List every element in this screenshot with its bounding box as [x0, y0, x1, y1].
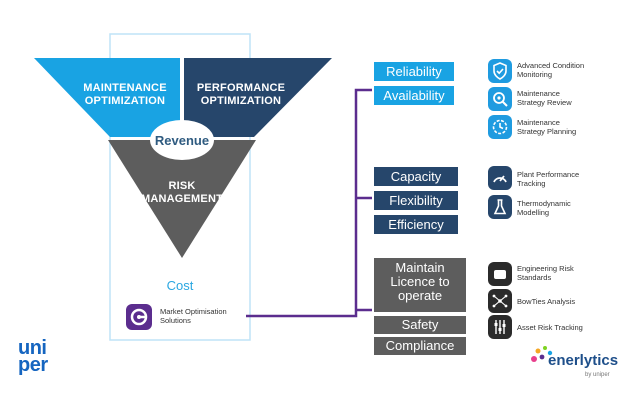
- risk-management-label: RISK MANAGEMENT: [140, 180, 224, 205]
- pill-flexibility: Flexibility: [374, 191, 458, 210]
- label-bowties-analysis: BowTies Analysis: [517, 297, 576, 306]
- label-advanced-condition-monitoring: Advanced Condition Monitoring: [517, 61, 585, 79]
- pill-efficiency: Efficiency: [374, 215, 458, 234]
- sliders-icon: [488, 315, 512, 339]
- label-maintenance-strategy-planning: Maintenance Strategy Planning: [517, 118, 577, 136]
- document-icon: [488, 262, 512, 286]
- market-optimisation-icon: [126, 304, 152, 330]
- pill-maintain-licence: Maintain Licence to operate: [374, 258, 466, 312]
- risk-wedge: [108, 140, 256, 258]
- pill-availability: Availability: [374, 86, 454, 105]
- label-thermodynamic-modelling: Thermodynamic Modelling: [517, 199, 571, 217]
- cost-frame: [109, 33, 251, 341]
- cost-label: Cost: [166, 278, 194, 293]
- label-maintenance-strategy-review: Maintenance Strategy Review: [517, 89, 572, 107]
- label-plant-performance-tracking: Plant Performance Tracking: [517, 170, 580, 188]
- maintenance-wedge: [34, 58, 180, 137]
- enerlytics-logo: enerlytics: [548, 352, 619, 369]
- pill-reliability: Reliability: [374, 62, 454, 81]
- flask-icon: [488, 195, 512, 219]
- enerlytics-sublabel: by uniper: [585, 372, 610, 378]
- connector-lines: [246, 88, 372, 318]
- clock-gear-icon: [488, 115, 512, 139]
- label-engineering-risk-standards: Engineering Risk Standards: [517, 264, 574, 282]
- pill-compliance: Compliance: [374, 337, 466, 355]
- market-optimisation-label: Market Optimisation Solutions: [160, 307, 227, 325]
- pill-safety: Safety: [374, 316, 466, 334]
- pill-capacity: Capacity: [374, 167, 458, 186]
- enerlytics-dots-icon: [531, 346, 553, 362]
- magnifier-gear-icon: [488, 87, 512, 111]
- revenue-badge: Revenue: [150, 120, 214, 160]
- gauge-icon: [488, 166, 512, 190]
- performance-optimization-label: PERFORMANCE OPTIMIZATION: [196, 82, 286, 107]
- performance-wedge: [184, 58, 332, 137]
- label-asset-risk-tracking: Asset Risk Tracking: [517, 323, 583, 332]
- maintenance-optimization-label: MAINTENANCE OPTIMIZATION: [83, 82, 167, 107]
- bowtie-icon: [488, 289, 512, 313]
- uniper-logo: uni per: [18, 337, 48, 376]
- shield-check-icon: [488, 59, 512, 83]
